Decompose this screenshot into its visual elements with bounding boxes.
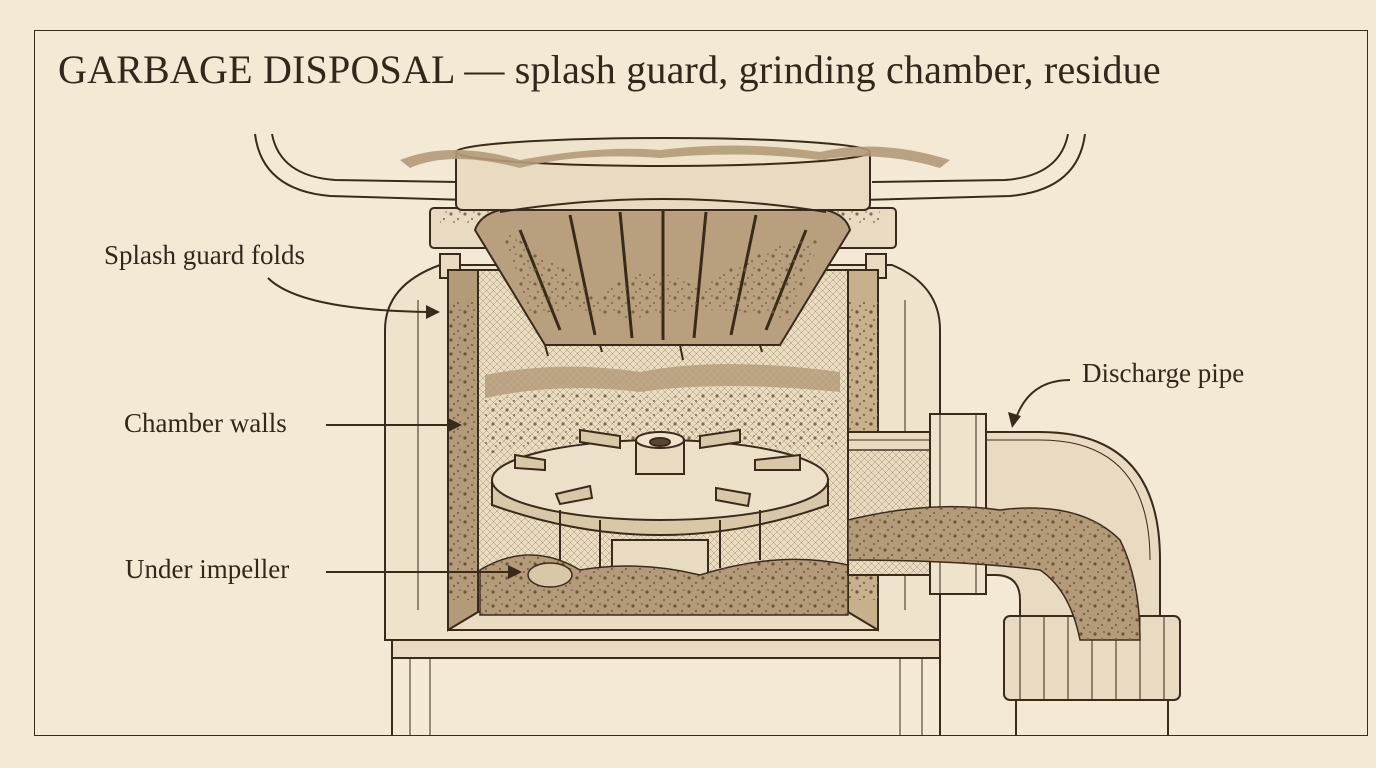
arrowheads (426, 305, 1021, 579)
label-splash-guard: Splash guard folds (104, 240, 305, 270)
label-under-impeller: Under impeller (125, 554, 290, 584)
under-impeller-residue (479, 554, 849, 616)
discharge-pipe-leader (1015, 379, 1071, 419)
leader-lines (267, 277, 1071, 573)
sink-basin (254, 133, 1086, 201)
diagram-border (34, 30, 1368, 736)
impeller-plate (491, 428, 829, 591)
chamber-wall-residue (485, 364, 840, 456)
splash-guard (473, 198, 852, 361)
label-discharge-pipe: Discharge pipe (1082, 358, 1245, 388)
label-chamber-walls: Chamber walls (124, 408, 287, 438)
discharge-residue (847, 505, 1141, 641)
diagram-title: GARBAGE DISPOSAL — splash guard, grindin… (58, 47, 1161, 92)
splash-guard-leader (267, 277, 429, 313)
motor-housing (391, 637, 941, 736)
